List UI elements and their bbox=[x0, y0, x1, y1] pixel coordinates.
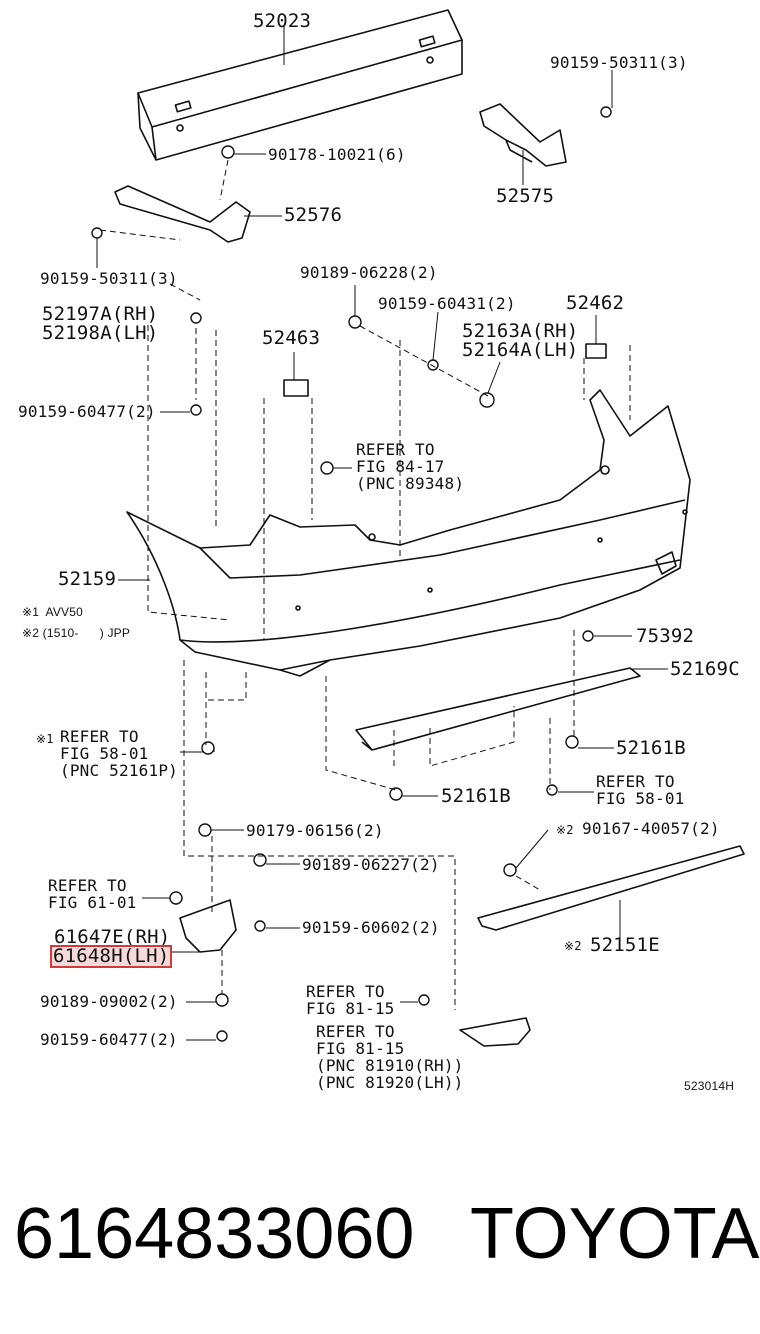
pad-52463 bbox=[283, 379, 309, 397]
label-52164A: 52164A(LH) bbox=[462, 339, 579, 361]
label-90179-06156: 90179-06156(2) bbox=[246, 821, 384, 840]
label-52161B-right: 52161B bbox=[616, 737, 686, 759]
label-75392: 75392 bbox=[636, 625, 695, 647]
garnish-52151E bbox=[477, 845, 745, 931]
label-90189-06227: 90189-06227(2) bbox=[302, 855, 440, 874]
ref-81b-line4: (PNC 81920(LH)) bbox=[316, 1073, 464, 1092]
ref-81b-line3: (PNC 81910(RH)) bbox=[316, 1056, 464, 1075]
ref-84-line3: (PNC 89348) bbox=[356, 474, 465, 493]
label-52576: 52576 bbox=[284, 204, 343, 226]
label-90189-09002: 90189-09002(2) bbox=[40, 992, 178, 1011]
reflector bbox=[459, 1017, 531, 1047]
ref-58r-line2[interactable]: FIG 58-01 bbox=[596, 789, 685, 808]
label-52198A: 52198A(LH) bbox=[42, 322, 159, 344]
mark-2a: ※2 bbox=[556, 823, 574, 837]
label-52197A: 52197A(RH) bbox=[42, 303, 159, 325]
label-90167-40057: 90167-40057(2) bbox=[582, 819, 720, 838]
note-1: ※1 AVV50 bbox=[22, 605, 84, 619]
note-2: ※2 (1510- ) JPP bbox=[22, 626, 131, 640]
label-90178-10021: 90178-10021(6) bbox=[268, 145, 406, 164]
bracket-52576 bbox=[114, 185, 251, 243]
label-52575: 52575 bbox=[496, 185, 555, 207]
diagram-code: 523014H bbox=[684, 1079, 735, 1093]
label-90159-50311-left: 90159-50311(3) bbox=[40, 269, 178, 288]
garnish-52169C bbox=[355, 667, 641, 751]
label-52023: 52023 bbox=[253, 10, 312, 32]
label-52169C: 52169C bbox=[670, 658, 740, 680]
ref-81a-line2[interactable]: FIG 81-15 bbox=[306, 999, 395, 1018]
ref-84-line2[interactable]: FIG 84-17 bbox=[356, 457, 445, 476]
label-52151E: 52151E bbox=[590, 934, 660, 956]
label-61648H-highlighted[interactable]: 61648H(LH) bbox=[49, 945, 173, 968]
ref-81b-line2[interactable]: FIG 81-15 bbox=[316, 1039, 405, 1058]
label-52462: 52462 bbox=[566, 292, 625, 314]
ref-58-line1[interactable]: REFER TO bbox=[60, 727, 139, 746]
footer-brand: TOYOTA bbox=[470, 1194, 760, 1274]
pad-52462 bbox=[585, 343, 607, 359]
footer-part-number: 6164833060 bbox=[14, 1194, 415, 1274]
label-52463: 52463 bbox=[262, 327, 321, 349]
mark-1: ※1 bbox=[36, 732, 54, 746]
label-52163A: 52163A(RH) bbox=[462, 320, 579, 342]
ref-61-line2[interactable]: FIG 61-01 bbox=[48, 893, 137, 912]
label-90159-60431: 90159-60431(2) bbox=[378, 294, 516, 313]
label-90159-60477-a: 90159-60477(2) bbox=[18, 402, 156, 421]
bracket-61648H bbox=[179, 899, 237, 953]
ref-81a-line1[interactable]: REFER TO bbox=[306, 982, 385, 1001]
ref-58-line3: (PNC 52161P) bbox=[60, 761, 178, 780]
bracket-52575 bbox=[479, 103, 567, 167]
bumper-cover-52159 bbox=[126, 389, 691, 677]
ref-61-line1[interactable]: REFER TO bbox=[48, 876, 127, 895]
mark-2b: ※2 bbox=[564, 939, 582, 953]
label-90159-50311-top: 90159-50311(3) bbox=[550, 53, 688, 72]
label-61647E: 61647E(RH) bbox=[54, 926, 171, 948]
ref-58-line2[interactable]: FIG 58-01 bbox=[60, 744, 149, 763]
ref-81b-line1[interactable]: REFER TO bbox=[316, 1022, 395, 1041]
ref-84-line1[interactable]: REFER TO bbox=[356, 440, 435, 459]
label-90159-60602: 90159-60602(2) bbox=[302, 918, 440, 937]
reinforcement-beam-52023 bbox=[137, 9, 463, 161]
ref-58r-line1[interactable]: REFER TO bbox=[596, 772, 675, 791]
label-90159-60477-b: 90159-60477(2) bbox=[40, 1030, 178, 1049]
label-52159: 52159 bbox=[58, 568, 117, 590]
label-90189-06228: 90189-06228(2) bbox=[300, 263, 438, 282]
label-52161B-left: 52161B bbox=[441, 785, 511, 807]
